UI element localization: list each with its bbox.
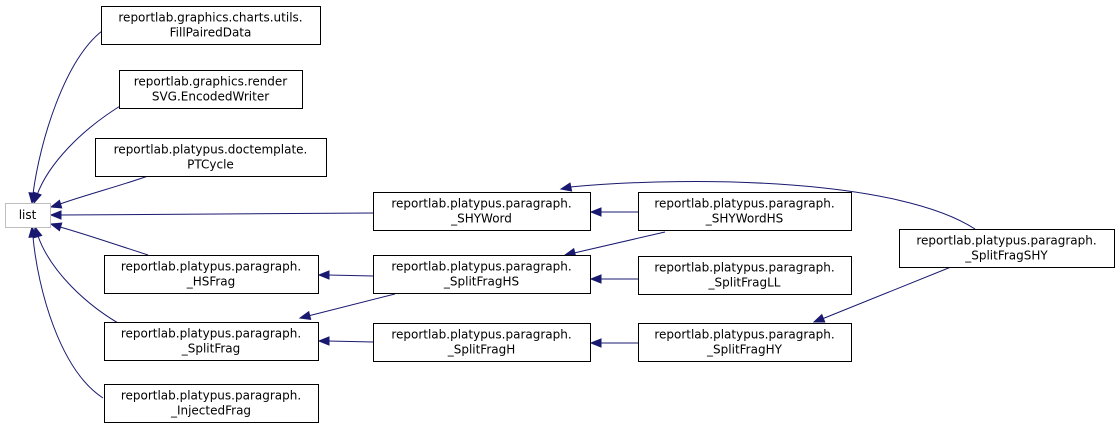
class-box <box>5 203 51 228</box>
edge-split-frag-ll-to-split-frag-hs <box>589 274 638 284</box>
class-name-line: _SplitFragLL <box>708 276 781 290</box>
class-node-split-frag[interactable]: reportlab.platypus.paragraph._SplitFrag <box>104 322 319 361</box>
class-name-line: PTCycle <box>187 158 234 172</box>
arrowhead-icon <box>298 310 312 321</box>
arrowhead-icon <box>589 207 602 217</box>
edge-split-frag-hs-to-hs-frag <box>317 270 374 280</box>
edge-line <box>37 235 126 328</box>
class-box <box>899 229 1115 268</box>
edge-line <box>59 226 149 256</box>
class-box <box>104 322 319 361</box>
edges-layer <box>28 30 976 399</box>
edge-split-frag-shy-to-split-frag-hy <box>812 266 952 323</box>
class-name-line: reportlab.graphics.render <box>134 75 288 89</box>
class-name-line: _SplitFragH <box>447 343 516 357</box>
class-name-line: _SplitFragSHY <box>964 249 1048 263</box>
edge-split-frag-hs-to-split-frag <box>298 293 396 321</box>
edge-line <box>327 340 374 343</box>
class-name-line: _SplitFragHY <box>706 343 783 357</box>
arrowhead-icon <box>49 210 62 220</box>
class-box <box>119 70 303 109</box>
class-name-line: _HSFrag <box>186 275 236 289</box>
class-node-split-frag-shy[interactable]: reportlab.platypus.paragraph._SplitFragS… <box>899 229 1115 268</box>
edge-encoded-writer-to-list <box>32 102 126 205</box>
edge-pt-cycle-to-list <box>49 175 149 209</box>
edge-line <box>573 231 666 254</box>
arrowhead-icon <box>49 199 63 209</box>
class-name-line: reportlab.platypus.paragraph. <box>121 260 301 274</box>
class-name-line: _InjectedFrag <box>170 404 251 418</box>
class-node-split-frag-hy[interactable]: reportlab.platypus.paragraph._SplitFragH… <box>638 323 852 362</box>
class-name-line: list <box>19 208 37 222</box>
class-name-line: _SplitFragHS <box>443 275 519 289</box>
class-node-list[interactable]: list <box>5 203 51 228</box>
class-node-shy-word-hs[interactable]: reportlab.platypus.paragraph._SHYWordHS <box>638 192 852 231</box>
edge-shy-word-to-list <box>49 210 374 220</box>
edge-shy-word-hs-to-shy-word <box>589 207 638 217</box>
edge-line <box>821 266 952 320</box>
nodes-layer: list reportlab.graphics.charts.utils.Fil… <box>5 6 1115 423</box>
class-name-line: _SHYWord <box>450 212 512 226</box>
edge-line <box>59 175 149 205</box>
class-name-line: _SplitFrag <box>181 342 241 356</box>
arrowhead-icon <box>589 338 602 348</box>
class-node-split-frag-h[interactable]: reportlab.platypus.paragraph._SplitFragH <box>373 323 591 362</box>
arrowhead-icon <box>812 313 826 323</box>
class-box <box>101 6 321 45</box>
class-node-fill-paired-data[interactable]: reportlab.graphics.charts.utils.FillPair… <box>101 6 321 45</box>
edge-hs-frag-to-list <box>49 222 149 256</box>
class-box <box>638 256 852 295</box>
class-name-line: reportlab.platypus.paragraph. <box>121 389 301 403</box>
arrowhead-icon <box>32 191 42 205</box>
class-box <box>638 192 852 231</box>
class-box <box>638 323 852 362</box>
class-name-line: reportlab.platypus.paragraph. <box>654 261 834 275</box>
class-name-line: FillPairedData <box>170 26 252 40</box>
class-name-line: reportlab.platypus.paragraph. <box>916 234 1096 248</box>
class-box <box>373 192 591 231</box>
arrowhead-icon <box>49 222 63 232</box>
edge-line <box>32 30 103 195</box>
class-name-line: reportlab.platypus.paragraph. <box>654 328 834 342</box>
class-box <box>104 255 319 294</box>
class-name-line: reportlab.platypus.doctemplate. <box>114 143 308 157</box>
class-name-line: reportlab.platypus.paragraph. <box>391 197 571 211</box>
arrowhead-icon <box>559 182 573 192</box>
class-node-pt-cycle[interactable]: reportlab.platypus.doctemplate.PTCycle <box>95 138 327 177</box>
class-name-line: _SHYWordHS <box>705 212 783 226</box>
class-node-hs-frag[interactable]: reportlab.platypus.paragraph._HSFrag <box>104 255 319 294</box>
class-box <box>95 138 327 177</box>
edge-shy-word-hs-to-split-frag-hs <box>563 231 666 258</box>
class-box <box>373 323 591 362</box>
arrowhead-icon <box>317 270 330 280</box>
edge-split-frag-hy-to-split-frag-h <box>589 338 638 348</box>
class-box <box>104 384 319 423</box>
edge-line <box>307 293 396 317</box>
edge-fill-paired-data-to-list <box>28 30 103 205</box>
arrowhead-icon <box>28 225 38 238</box>
arrowhead-icon <box>589 274 602 284</box>
class-name-line: SVG.EncodedWriter <box>152 90 269 104</box>
edge-line <box>569 181 976 230</box>
edge-line <box>32 236 104 399</box>
edge-line <box>59 212 374 216</box>
class-node-split-frag-hs[interactable]: reportlab.platypus.paragraph._SplitFragH… <box>373 255 591 294</box>
class-node-split-frag-ll[interactable]: reportlab.platypus.paragraph._SplitFragL… <box>638 256 852 295</box>
edge-split-frag-h-to-split-frag <box>317 336 374 346</box>
class-node-shy-word[interactable]: reportlab.platypus.paragraph._SHYWord <box>373 192 591 231</box>
class-name-line: reportlab.platypus.paragraph. <box>654 197 834 211</box>
class-name-line: reportlab.platypus.paragraph. <box>391 260 571 274</box>
class-box <box>373 255 591 294</box>
edge-split-frag-shy-to-shy-word <box>559 181 976 230</box>
edge-line <box>327 274 374 277</box>
class-name-line: reportlab.platypus.paragraph. <box>391 328 571 342</box>
class-name-line: reportlab.graphics.charts.utils. <box>118 11 302 25</box>
edge-injected-frag-to-list <box>28 225 104 399</box>
class-name-line: reportlab.platypus.paragraph. <box>121 327 301 341</box>
arrowhead-icon <box>317 336 330 346</box>
edge-line <box>36 102 126 196</box>
class-node-injected-frag[interactable]: reportlab.platypus.paragraph._InjectedFr… <box>104 384 319 423</box>
class-node-encoded-writer[interactable]: reportlab.graphics.renderSVG.EncodedWrit… <box>119 70 303 109</box>
